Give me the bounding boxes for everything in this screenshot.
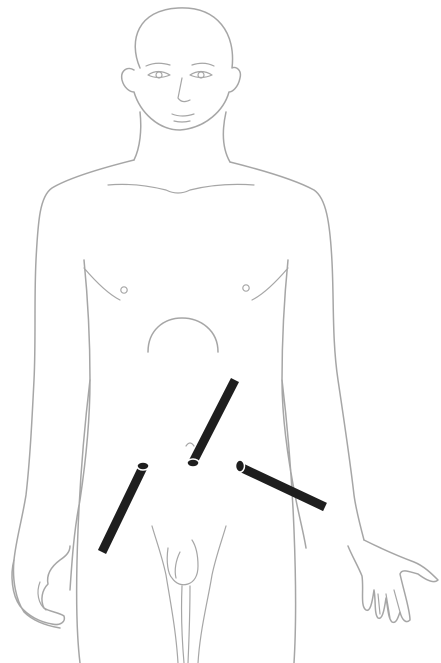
nose (178, 78, 190, 102)
port-upper-midline (187, 380, 235, 467)
clavicle-line (108, 184, 254, 193)
right-shoulder-arm (230, 162, 364, 540)
port-right-lateral (236, 460, 326, 507)
left-inner-arm (70, 260, 90, 590)
port-upper-midline-ring (187, 459, 199, 467)
neck-right (223, 112, 230, 162)
left-hand (12, 546, 70, 625)
navel (186, 443, 194, 446)
right-inner-arm (282, 260, 306, 548)
left-shoulder-arm (13, 160, 134, 628)
port-left-lower-ring (137, 462, 149, 470)
left-brow (146, 63, 170, 66)
neck-left (134, 112, 141, 160)
right-brow (192, 63, 214, 66)
mouth (172, 114, 194, 116)
right-pectoral (252, 268, 288, 300)
leg-gap (182, 586, 190, 663)
inner-thigh-left (152, 526, 178, 663)
port-left-lower (102, 462, 149, 552)
genitals (167, 540, 198, 585)
left-nipple (121, 287, 127, 293)
left-pectoral (84, 268, 120, 300)
inner-thigh-right (198, 526, 226, 663)
right-hand (348, 540, 438, 622)
lip-line (174, 121, 190, 122)
right-finger-lines (378, 590, 400, 618)
right-nipple (243, 285, 249, 291)
costal-arch (148, 318, 218, 352)
port-right-lateral-ring (236, 460, 245, 472)
